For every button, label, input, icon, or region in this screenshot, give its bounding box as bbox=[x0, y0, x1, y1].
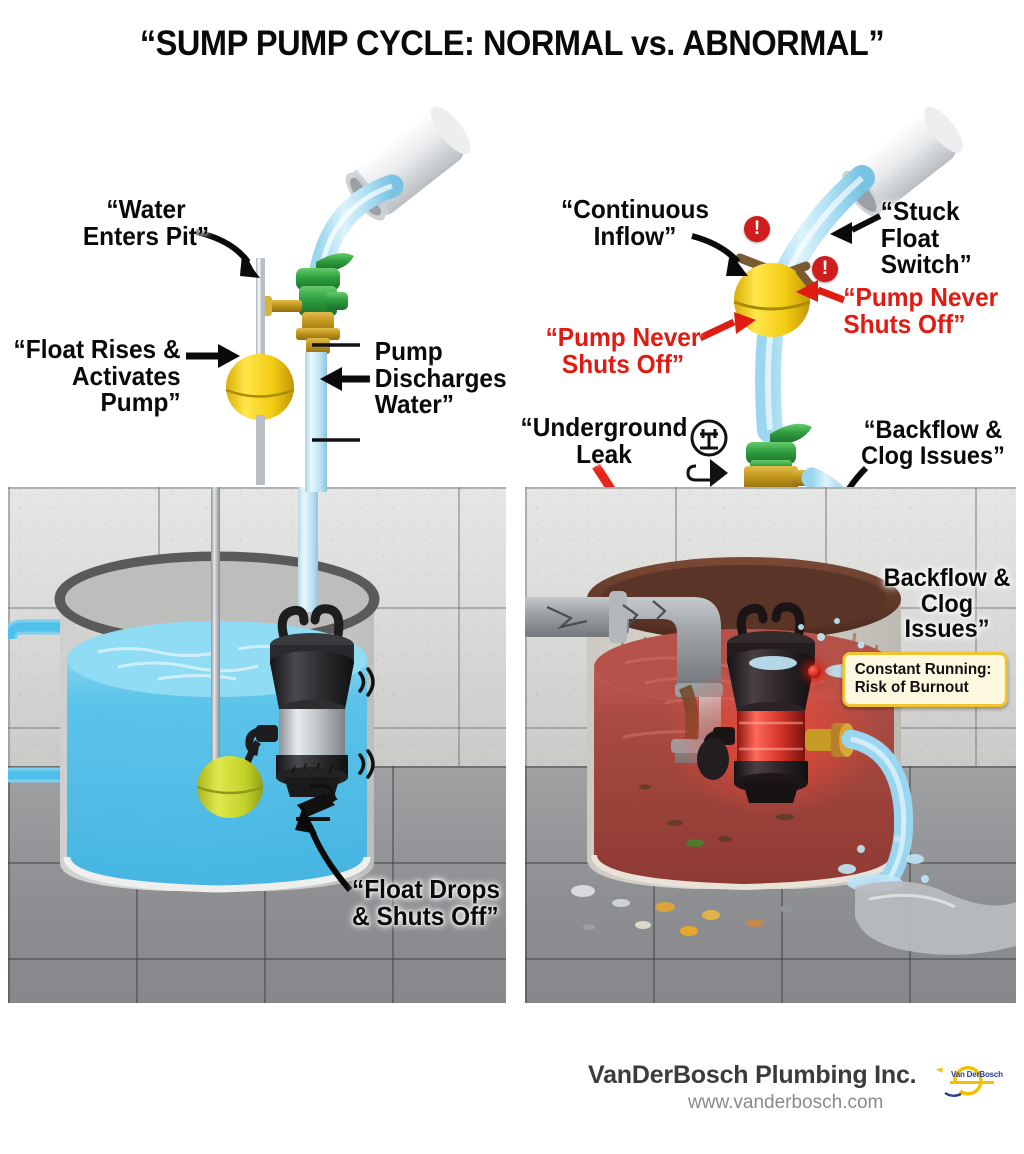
logo-wordmark: Van DerBosch bbox=[951, 1070, 1003, 1079]
check-valve-left bbox=[262, 253, 354, 354]
wall-tile-grid bbox=[8, 487, 506, 776]
water-stream-left-upper bbox=[306, 174, 404, 308]
float-upper-left bbox=[225, 354, 295, 485]
floor-background-abnormal bbox=[525, 765, 1016, 1003]
wall-background bbox=[8, 487, 506, 776]
arrow-pump-discharges bbox=[320, 367, 370, 391]
warning-badge-icon-1 bbox=[744, 216, 770, 242]
logo-ring-icon bbox=[936, 1066, 983, 1097]
floor-tile-grid-abnormal bbox=[525, 765, 1016, 1003]
label-underground-leak: “Underground Leak bbox=[520, 412, 688, 469]
overheat-led bbox=[808, 665, 821, 678]
logo-underline bbox=[950, 1081, 994, 1084]
discharge-tube-left bbox=[305, 352, 327, 492]
label-pump-never-shuts-off-right: “Pump Never Shuts Off” bbox=[843, 282, 999, 339]
arrow-pump-never-right bbox=[796, 280, 846, 304]
arrow-pump-never-left bbox=[698, 312, 756, 342]
burnout-callout: Constant Running: Risk of Burnout bbox=[842, 652, 1008, 707]
float-rod-upper-left bbox=[256, 258, 265, 368]
arrow-stuck-float-switch bbox=[830, 213, 882, 244]
arrow-float-rises bbox=[186, 344, 240, 368]
label-continuous-inflow: “Continuous Inflow” bbox=[561, 194, 709, 251]
label-pump-never-shuts-off-left: “Pump Never Shuts Off” bbox=[545, 322, 701, 379]
label-pump-discharges-water: Pump Discharges Water” bbox=[374, 336, 507, 420]
footer-url[interactable]: www.vanderbosch.com bbox=[688, 1092, 884, 1113]
company-logo: Van DerBosch bbox=[925, 1063, 1015, 1099]
label-backflow-clog-lower: Backflow & Clog Issues” bbox=[883, 564, 1011, 643]
discharge-outlet-pipe-left bbox=[345, 106, 471, 221]
page-title: “SUMP PUMP CYCLE: NORMAL vs. ABNORMAL” bbox=[139, 24, 885, 63]
label-backflow-clog-upper: “Backflow & Clog Issues” bbox=[861, 416, 1005, 470]
label-water-enters-pit: “Water Enters Pit” bbox=[82, 194, 210, 251]
label-float-rises: “Float Rises & Activates Pump” bbox=[13, 334, 181, 418]
warning-badge-icon-2 bbox=[812, 256, 838, 282]
label-stuck-float-switch: “Stuck Float Switch” bbox=[880, 196, 972, 280]
footer-brand: VanDerBosch Plumbing Inc. bbox=[588, 1061, 917, 1089]
stuck-float-right bbox=[733, 253, 820, 337]
label-float-drops: “Float Drops & Shuts Off” bbox=[352, 874, 501, 931]
